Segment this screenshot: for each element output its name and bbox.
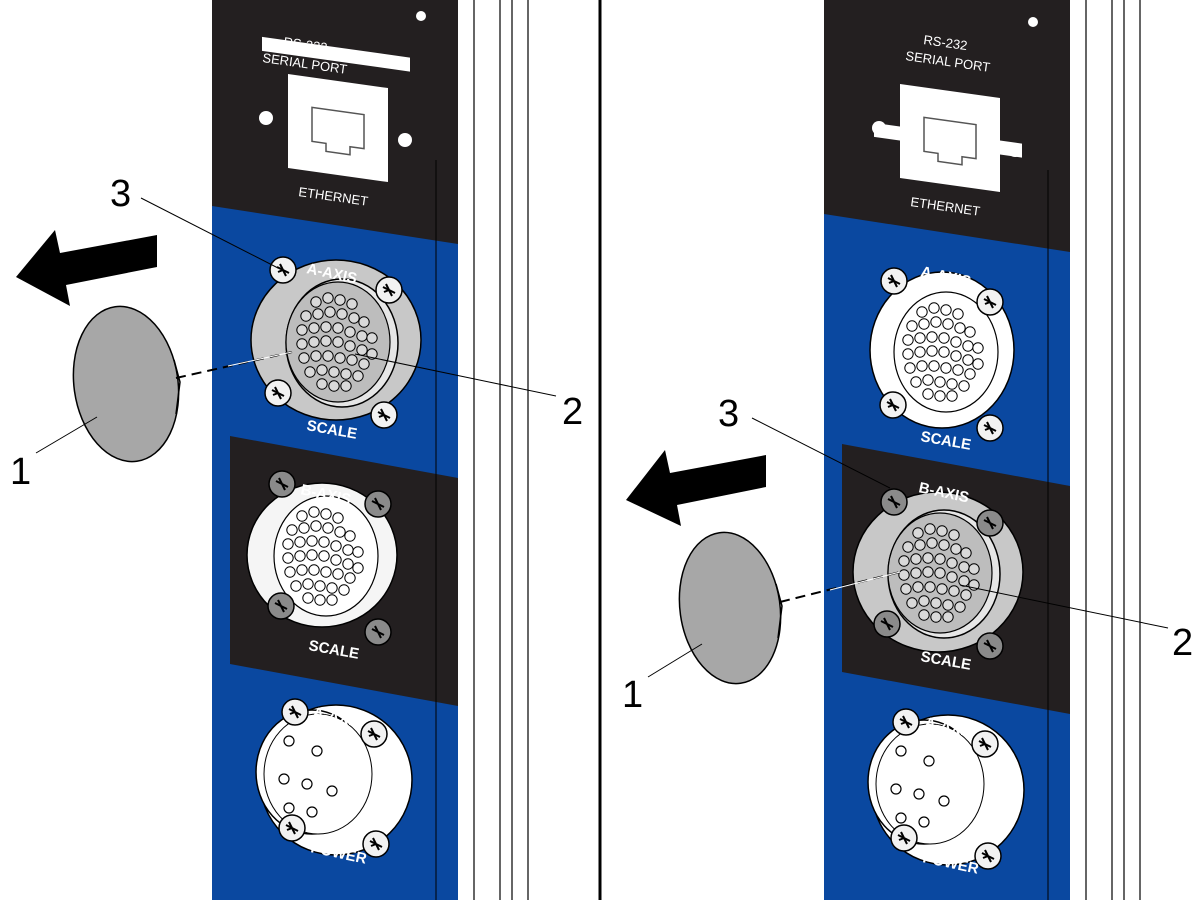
- left-callout-1: 1: [10, 451, 31, 493]
- right-cap: [678, 531, 782, 685]
- right-callout-1: 1: [622, 674, 643, 716]
- right-callout-2: 2: [1172, 622, 1193, 664]
- left-callout-3: 3: [110, 173, 131, 215]
- right-a-axis-power-connector: A-AXIS POWER: [867, 708, 1025, 878]
- left-a-axis-scale-connector: A-AXIS SCALE: [250, 256, 422, 443]
- right-rs232-label: RS-232: [923, 32, 969, 53]
- right-rail: [1085, 0, 1141, 900]
- left-a-axis-power-connector: A-AXIS POWER: [255, 698, 413, 868]
- right-callout-3: 3: [718, 393, 739, 435]
- right-ethernet-port: [900, 84, 1000, 193]
- right-b-axis-scale-connector: B-AXIS SCALE: [852, 479, 1024, 674]
- right-removal-arrow: [626, 450, 766, 526]
- left-callout-2: 2: [562, 391, 583, 433]
- left-serial-port: [262, 36, 410, 72]
- left-b-axis-scale-connector: B-AXIS SCALE: [246, 470, 398, 663]
- left-removal-arrow: [16, 230, 157, 306]
- left-cap: [72, 305, 180, 463]
- left-rs232-label: RS-232: [283, 34, 329, 55]
- right-a-axis-scale-connector: A-AXIS SCALE: [869, 263, 1015, 454]
- left-rail: [473, 0, 529, 900]
- right-view: RS-232 SERIAL PORT ETHERNET A-AXIS SCALE: [622, 0, 1193, 900]
- left-ethernet-port: [288, 74, 388, 183]
- left-view: RS-232 SERIAL PORT ETHERNET A-AXIS SCALE: [10, 0, 583, 900]
